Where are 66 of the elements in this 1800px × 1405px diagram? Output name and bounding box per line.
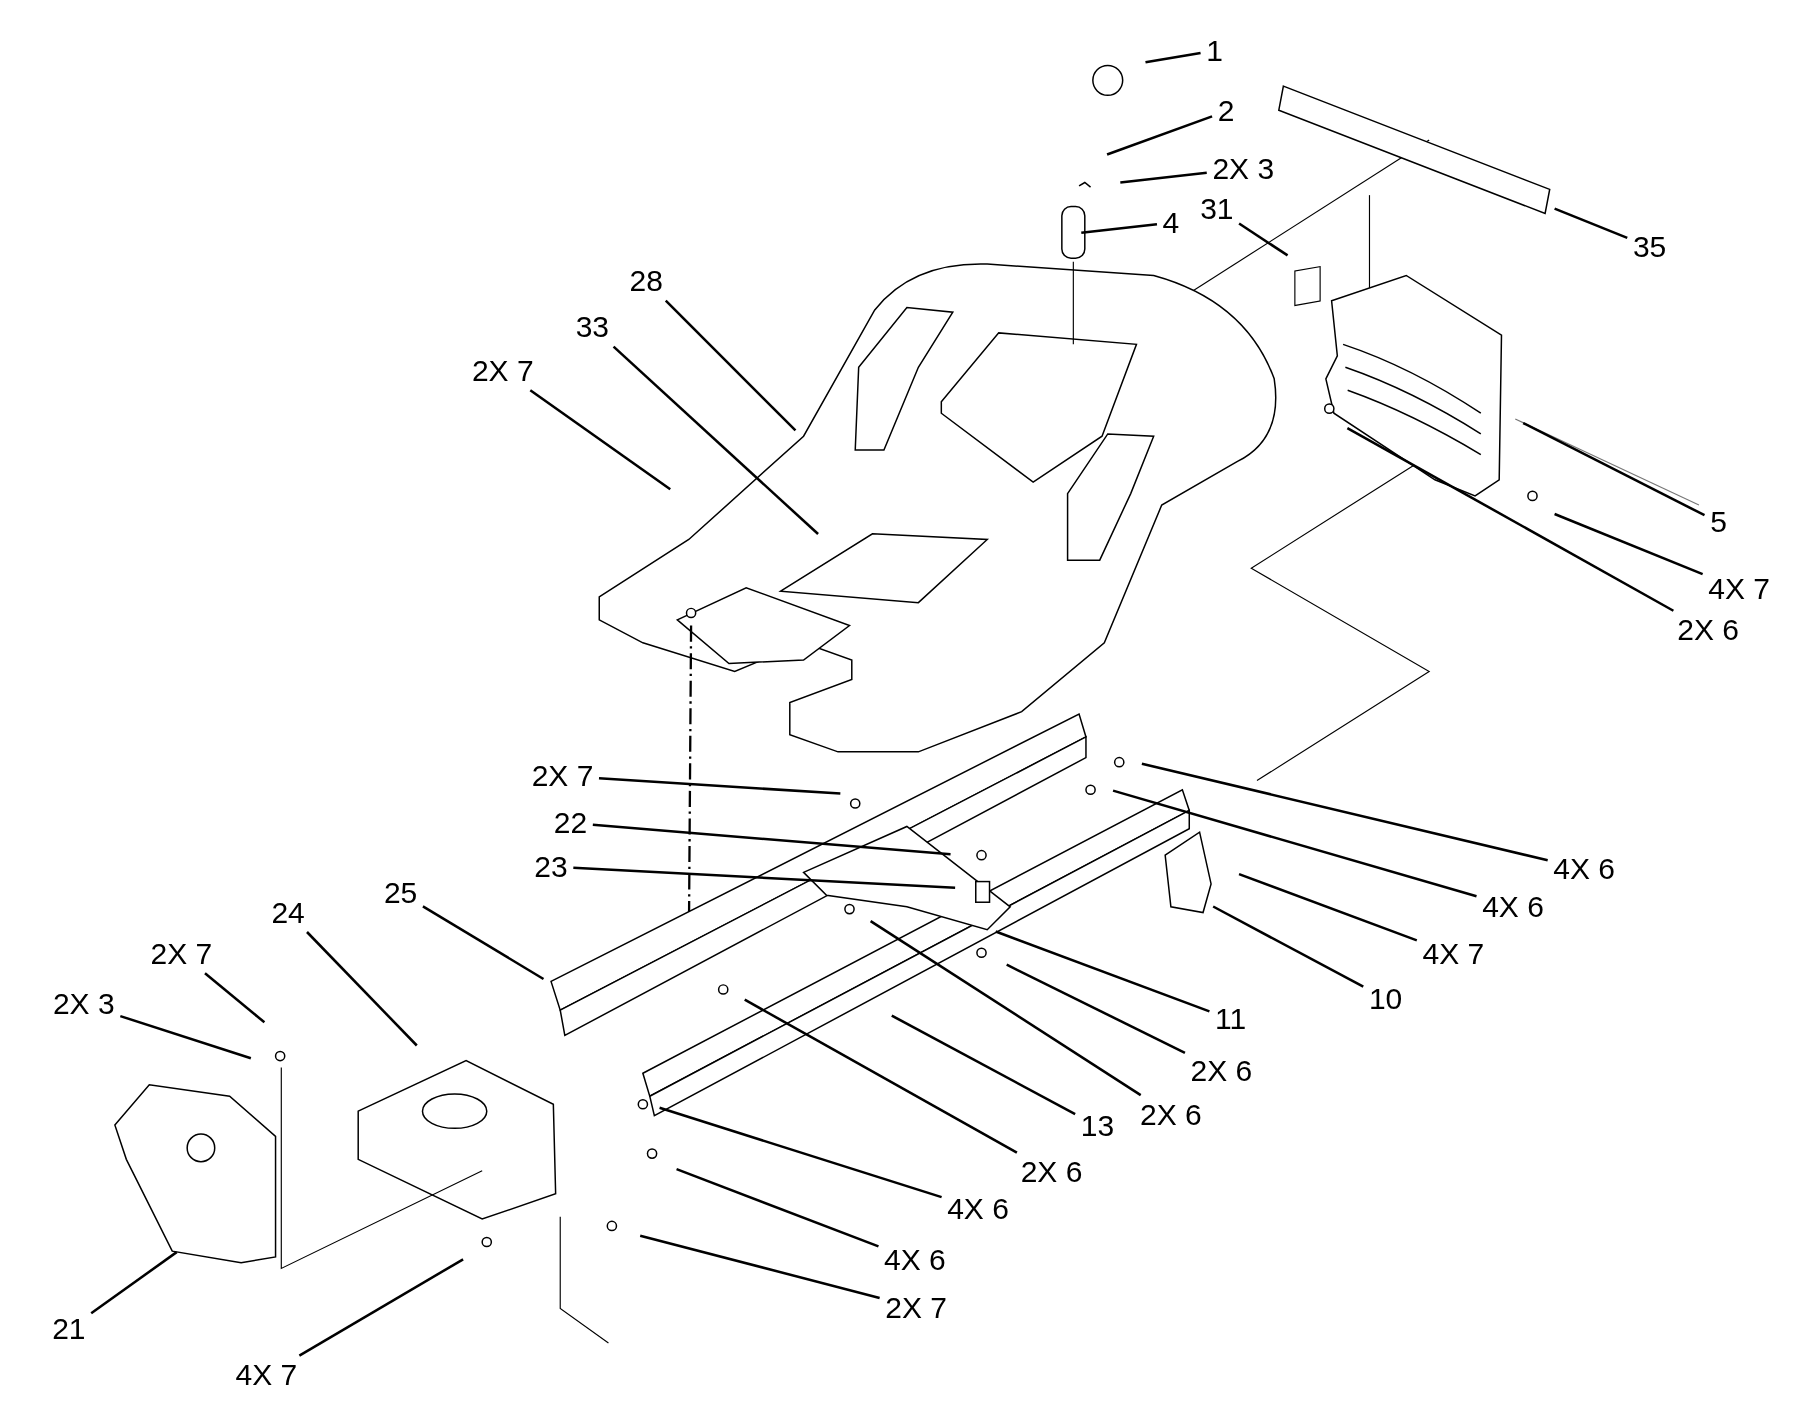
leader-line — [298, 1258, 464, 1357]
leader-line — [744, 998, 1018, 1154]
leader-line — [1212, 905, 1364, 988]
callout-number: 2X 6 — [1139, 1098, 1203, 1131]
leader-line — [664, 299, 797, 432]
callout-number: 2X 7 — [884, 1291, 948, 1324]
callout-number: 4X 6 — [946, 1192, 1010, 1225]
leader-line — [1106, 115, 1213, 156]
callout-number: 10 — [1367, 982, 1404, 1015]
leader-line — [90, 1251, 178, 1315]
callout-number: 4X 7 — [1707, 572, 1771, 605]
callout-number: 31 — [1199, 192, 1235, 225]
leader-line — [1554, 207, 1628, 239]
leader-line — [676, 1168, 879, 1248]
callout-number: 28 — [628, 265, 664, 298]
leader-line — [119, 1014, 252, 1060]
callout-number: 5 — [1709, 506, 1728, 539]
callout-number: 33 — [574, 311, 611, 344]
leader-line — [204, 972, 266, 1024]
leader-line — [1112, 789, 1477, 898]
callout-number: 1 — [1205, 34, 1224, 67]
leader-line — [639, 1234, 880, 1300]
leader-line — [1145, 51, 1201, 64]
callout-number: 2X 6 — [1676, 614, 1740, 647]
callout-number: 22 — [552, 807, 589, 840]
leader-line — [1141, 762, 1548, 862]
callout-number: 13 — [1079, 1110, 1116, 1143]
callout-number: 2X 6 — [1189, 1055, 1254, 1088]
leader-line — [1081, 223, 1158, 235]
leader-line — [1346, 426, 1674, 612]
callout-number: 4X 7 — [234, 1359, 299, 1392]
callout-number: 21 — [51, 1313, 87, 1346]
leader-line — [1522, 421, 1706, 517]
leader-line — [869, 920, 1142, 1097]
leader-line — [612, 345, 819, 535]
callout-number: 4X 6 — [1552, 853, 1617, 885]
callout-number: 2X 7 — [470, 354, 535, 387]
leader-line — [995, 930, 1210, 1013]
leader-line — [1238, 222, 1289, 257]
callout-number: 35 — [1631, 230, 1668, 263]
leader-line — [422, 905, 545, 981]
callout-number: 2X 6 — [1019, 1156, 1084, 1189]
leader-line — [659, 1106, 942, 1199]
callout-number: 2 — [1216, 95, 1236, 128]
callout-number: 11 — [1214, 1003, 1248, 1036]
callout-number: 4X 7 — [1421, 937, 1486, 970]
callout-number: 4 — [1161, 206, 1181, 239]
leader-line — [573, 866, 956, 890]
callout-number: 24 — [270, 896, 306, 929]
leader-line — [598, 777, 841, 795]
callout-number: 2X 3 — [1211, 152, 1276, 185]
callout-number: 23 — [533, 850, 569, 883]
callout-number: 2X 7 — [530, 760, 595, 792]
leader-line — [1006, 963, 1186, 1055]
leader-line — [1554, 512, 1704, 576]
callout-number: 4X 6 — [883, 1244, 947, 1277]
callout-number: 2X 7 — [149, 937, 214, 970]
leader-line — [529, 389, 671, 491]
leader-line — [891, 1014, 1076, 1116]
leader-line — [306, 931, 418, 1047]
leader-line — [1238, 872, 1418, 942]
leader-line — [1120, 171, 1207, 184]
callout-number: 4X 6 — [1481, 890, 1545, 923]
leader-line — [592, 823, 951, 856]
callout-number: 2X 3 — [51, 988, 116, 1021]
callout-number: 25 — [382, 877, 419, 910]
